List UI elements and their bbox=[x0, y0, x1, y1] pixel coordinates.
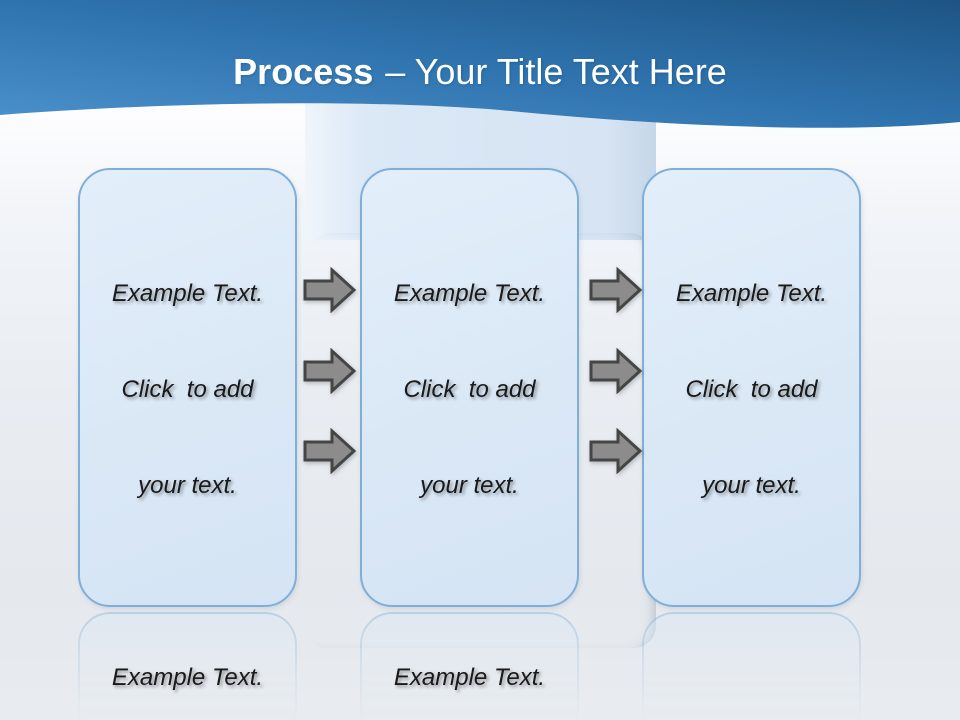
text-placeholder[interactable]: Example Text. Click to add your text. bbox=[111, 664, 264, 691]
arrow-right-icon bbox=[303, 348, 357, 394]
text-placeholder[interactable]: Example Text. Click to add your text. bbox=[675, 280, 828, 499]
text-placeholder[interactable]: Example Text. Click to add your text. bbox=[393, 664, 546, 691]
box-reflection bbox=[360, 612, 579, 720]
text-placeholder[interactable]: Example Text. Click to add your text. bbox=[393, 280, 546, 499]
arrow-right-icon bbox=[589, 267, 643, 313]
title-text: – Your Title Text Here bbox=[385, 51, 727, 92]
title-keyword: Process bbox=[233, 51, 374, 92]
process-box-3: Example Text. Click to add your text. bbox=[642, 168, 861, 607]
arrow-right-icon bbox=[303, 267, 357, 313]
header-band bbox=[0, 0, 960, 128]
arrow-right-icon bbox=[589, 348, 643, 394]
box-reflection bbox=[642, 612, 861, 720]
arrow-right-icon bbox=[303, 428, 357, 474]
text-placeholder[interactable]: Example Text. Click to add your text. bbox=[111, 280, 264, 499]
slide-title: Process – Your Title Text Here bbox=[0, 52, 960, 92]
arrow-right-icon bbox=[589, 428, 643, 474]
process-box-2: Example Text. Click to add your text. Ex… bbox=[360, 168, 579, 691]
process-box-1: Example Text. Click to add your text. Ex… bbox=[78, 168, 297, 691]
box-reflection bbox=[78, 612, 297, 720]
